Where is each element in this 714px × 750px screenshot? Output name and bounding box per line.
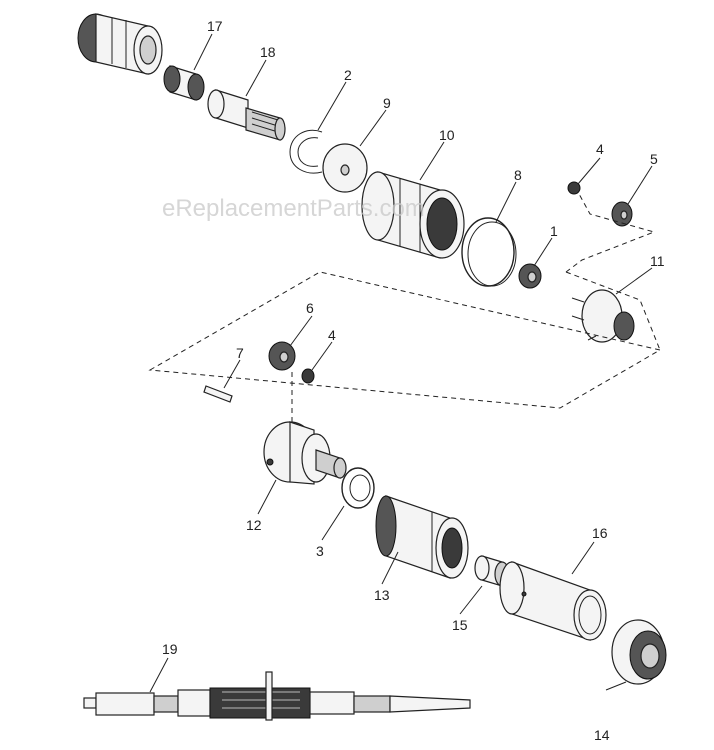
alignment-dash-top — [565, 191, 656, 273]
callout-1: 1 — [550, 223, 558, 239]
callout-2: 2 — [344, 67, 352, 83]
part-2-retaining-ring — [289, 129, 323, 174]
part-8-ring — [461, 217, 517, 287]
leader-lines — [149, 33, 653, 693]
callout-17: 17 — [207, 18, 223, 34]
callout-9: 9 — [383, 95, 391, 111]
callout-6: 6 — [306, 300, 314, 316]
part-4-pin-middle — [301, 368, 315, 384]
callout-8: 8 — [514, 167, 522, 183]
callout-12: 12 — [246, 517, 262, 533]
part-17-gear — [163, 65, 205, 101]
part-12-carrier — [263, 421, 347, 485]
part-9-washer — [322, 143, 368, 193]
callout-19: 19 — [162, 641, 178, 657]
callout-11: 11 — [650, 253, 665, 269]
alignment-box-middle — [148, 271, 662, 409]
callout-5: 5 — [650, 151, 658, 167]
callout-7: 7 — [236, 345, 244, 361]
part-4-pin-top — [567, 181, 581, 195]
watermark-text: eReplacementParts.com — [162, 195, 425, 222]
callout-18: 18 — [260, 44, 276, 60]
part-1-bearing — [518, 263, 542, 289]
gear-ring-top — [77, 13, 163, 75]
callout-14: 14 — [594, 727, 610, 743]
part-7-long-pin — [203, 385, 233, 403]
callout-4-top: 4 — [596, 141, 604, 157]
callout-4-middle: 4 — [328, 327, 336, 343]
part-11-carrier — [571, 289, 635, 343]
part-5-planet-gear — [611, 201, 633, 227]
part-13-gear-housing — [375, 495, 469, 579]
callout-13: 13 — [374, 587, 390, 603]
part-19-complete-tool — [83, 671, 471, 721]
callout-16: 16 — [592, 525, 608, 541]
callout-10: 10 — [439, 127, 455, 143]
part-10-ring-gear — [361, 171, 465, 259]
part-14-end-cap — [611, 619, 667, 685]
part-16-housing — [499, 561, 607, 641]
callout-15: 15 — [452, 617, 468, 633]
callout-3: 3 — [316, 543, 324, 559]
part-3-washer — [341, 467, 375, 509]
part-6-planet-gear — [268, 341, 296, 371]
part-18-shaft — [207, 89, 286, 141]
